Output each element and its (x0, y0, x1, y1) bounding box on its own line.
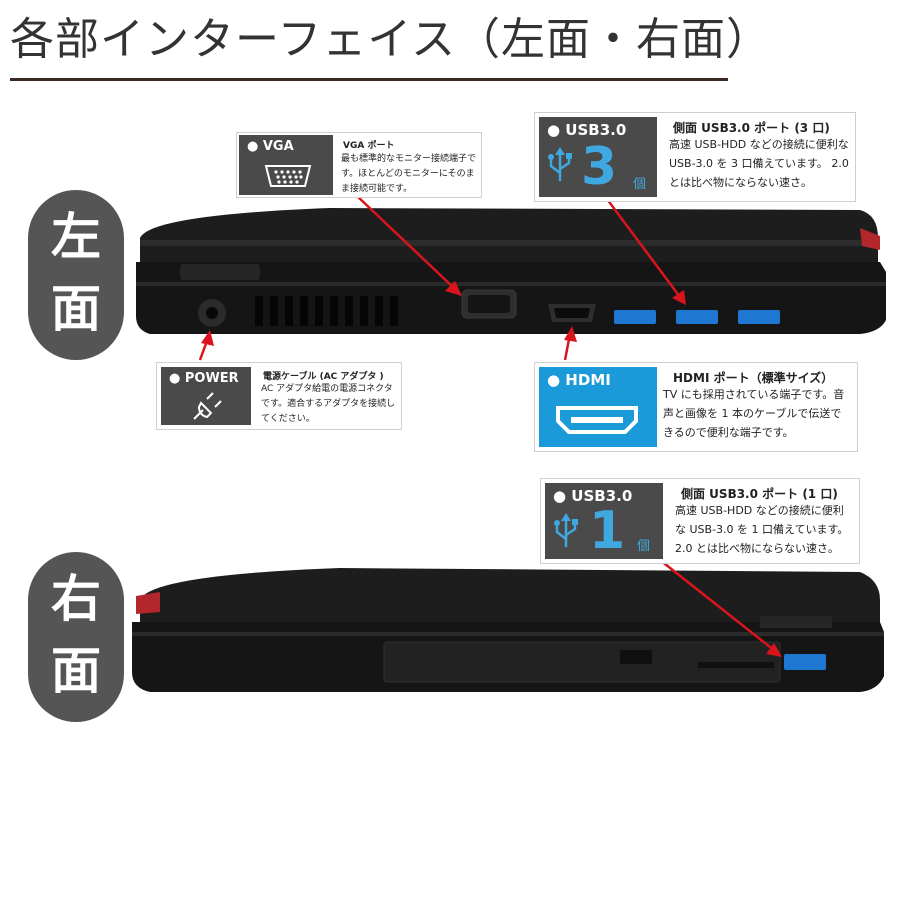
usb-left-count: 3 (581, 137, 618, 197)
usb-left-description: 高速 USB-HDD などの接続に便利な USB-3.0 を 3 口備えています… (669, 138, 849, 189)
right-side-label: 右 面 (28, 552, 124, 722)
power-heading: 電源ケーブル (AC アダプタ ) (263, 372, 384, 382)
usb-left-badge: ● USB3.0 3 個 (539, 117, 657, 197)
power-badge-title: ● POWER (169, 371, 239, 386)
right-label-char-1: 右 (51, 570, 101, 628)
laptop-right-side (132, 568, 884, 692)
hdmi-port-icon (556, 406, 638, 434)
usb-right-callout: ● USB3.0 1 個 側面 USB3.0 ポート (1 口) 高速 USB-… (540, 478, 860, 564)
usb-left-heading: 側面 USB3.0 ポート (3 口) (673, 121, 830, 135)
hdmi-callout: ● HDMI HDMI ポート（標準サイズ） TV にも採用されている端子です。… (534, 362, 858, 452)
power-badge: ● POWER (161, 367, 251, 425)
usb-right-unit: 個 (637, 539, 651, 554)
vga-badge-title: ● VGA (247, 139, 294, 154)
usb-right-badge-title: ● USB3.0 (553, 487, 633, 505)
hdmi-heading: HDMI ポート（標準サイズ） (673, 371, 834, 385)
hdmi-badge: ● HDMI (539, 367, 657, 447)
hdmi-description: TV にも採用されている端子です。音声と画像を 1 本のケーブルで伝送できるので… (663, 388, 845, 439)
vga-callout: ● VGA VGA ポート 最も標準的なモニター接続端子です。ほとんどのモニター… (236, 132, 482, 198)
hdmi-badge-title: ● HDMI (547, 371, 611, 389)
usb-right-heading: 側面 USB3.0 ポート (1 口) (681, 487, 838, 501)
usb-symbol-icon (548, 147, 572, 181)
left-side-label: 左 面 (28, 190, 124, 360)
usb-left-unit: 個 (633, 177, 647, 192)
usb-right-count: 1 (589, 501, 626, 561)
pointer-arrows (198, 194, 782, 657)
usb-right-badge: ● USB3.0 1 個 (545, 483, 663, 559)
vga-heading: VGA ポート (343, 141, 395, 151)
vga-badge: ● VGA (239, 135, 333, 195)
power-callout: ● POWER 電源ケーブル (AC アダプタ ) AC アダプタ給電の電源コネ… (156, 362, 402, 430)
usb-right-description: 高速 USB-HDD などの接続に便利な USB-3.0 を 1 口備えています… (675, 504, 849, 555)
left-label-char-2: 面 (51, 280, 101, 338)
right-label-char-2: 面 (51, 642, 101, 700)
page-title: 各部インターフェイス（左面・右面） (10, 14, 772, 65)
power-plug-icon (193, 392, 222, 420)
vga-port-icon (264, 165, 312, 187)
usb-left-badge-title: ● USB3.0 (547, 121, 627, 139)
left-label-char-1: 左 (51, 208, 101, 266)
usb-symbol-icon (554, 513, 578, 547)
usb-left-callout: ● USB3.0 3 個 側面 USB3.0 ポート (3 口) 高速 USB-… (534, 112, 856, 202)
vga-description: 最も標準的なモニター接続端子です。ほとんどのモニターにそのまま接続可能です。 (341, 154, 477, 194)
title-underline (10, 78, 728, 81)
power-description: AC アダプタ給電の電源コネクタです。適合するアダプタを接続してください。 (261, 384, 396, 424)
laptop-left-side (136, 208, 886, 334)
